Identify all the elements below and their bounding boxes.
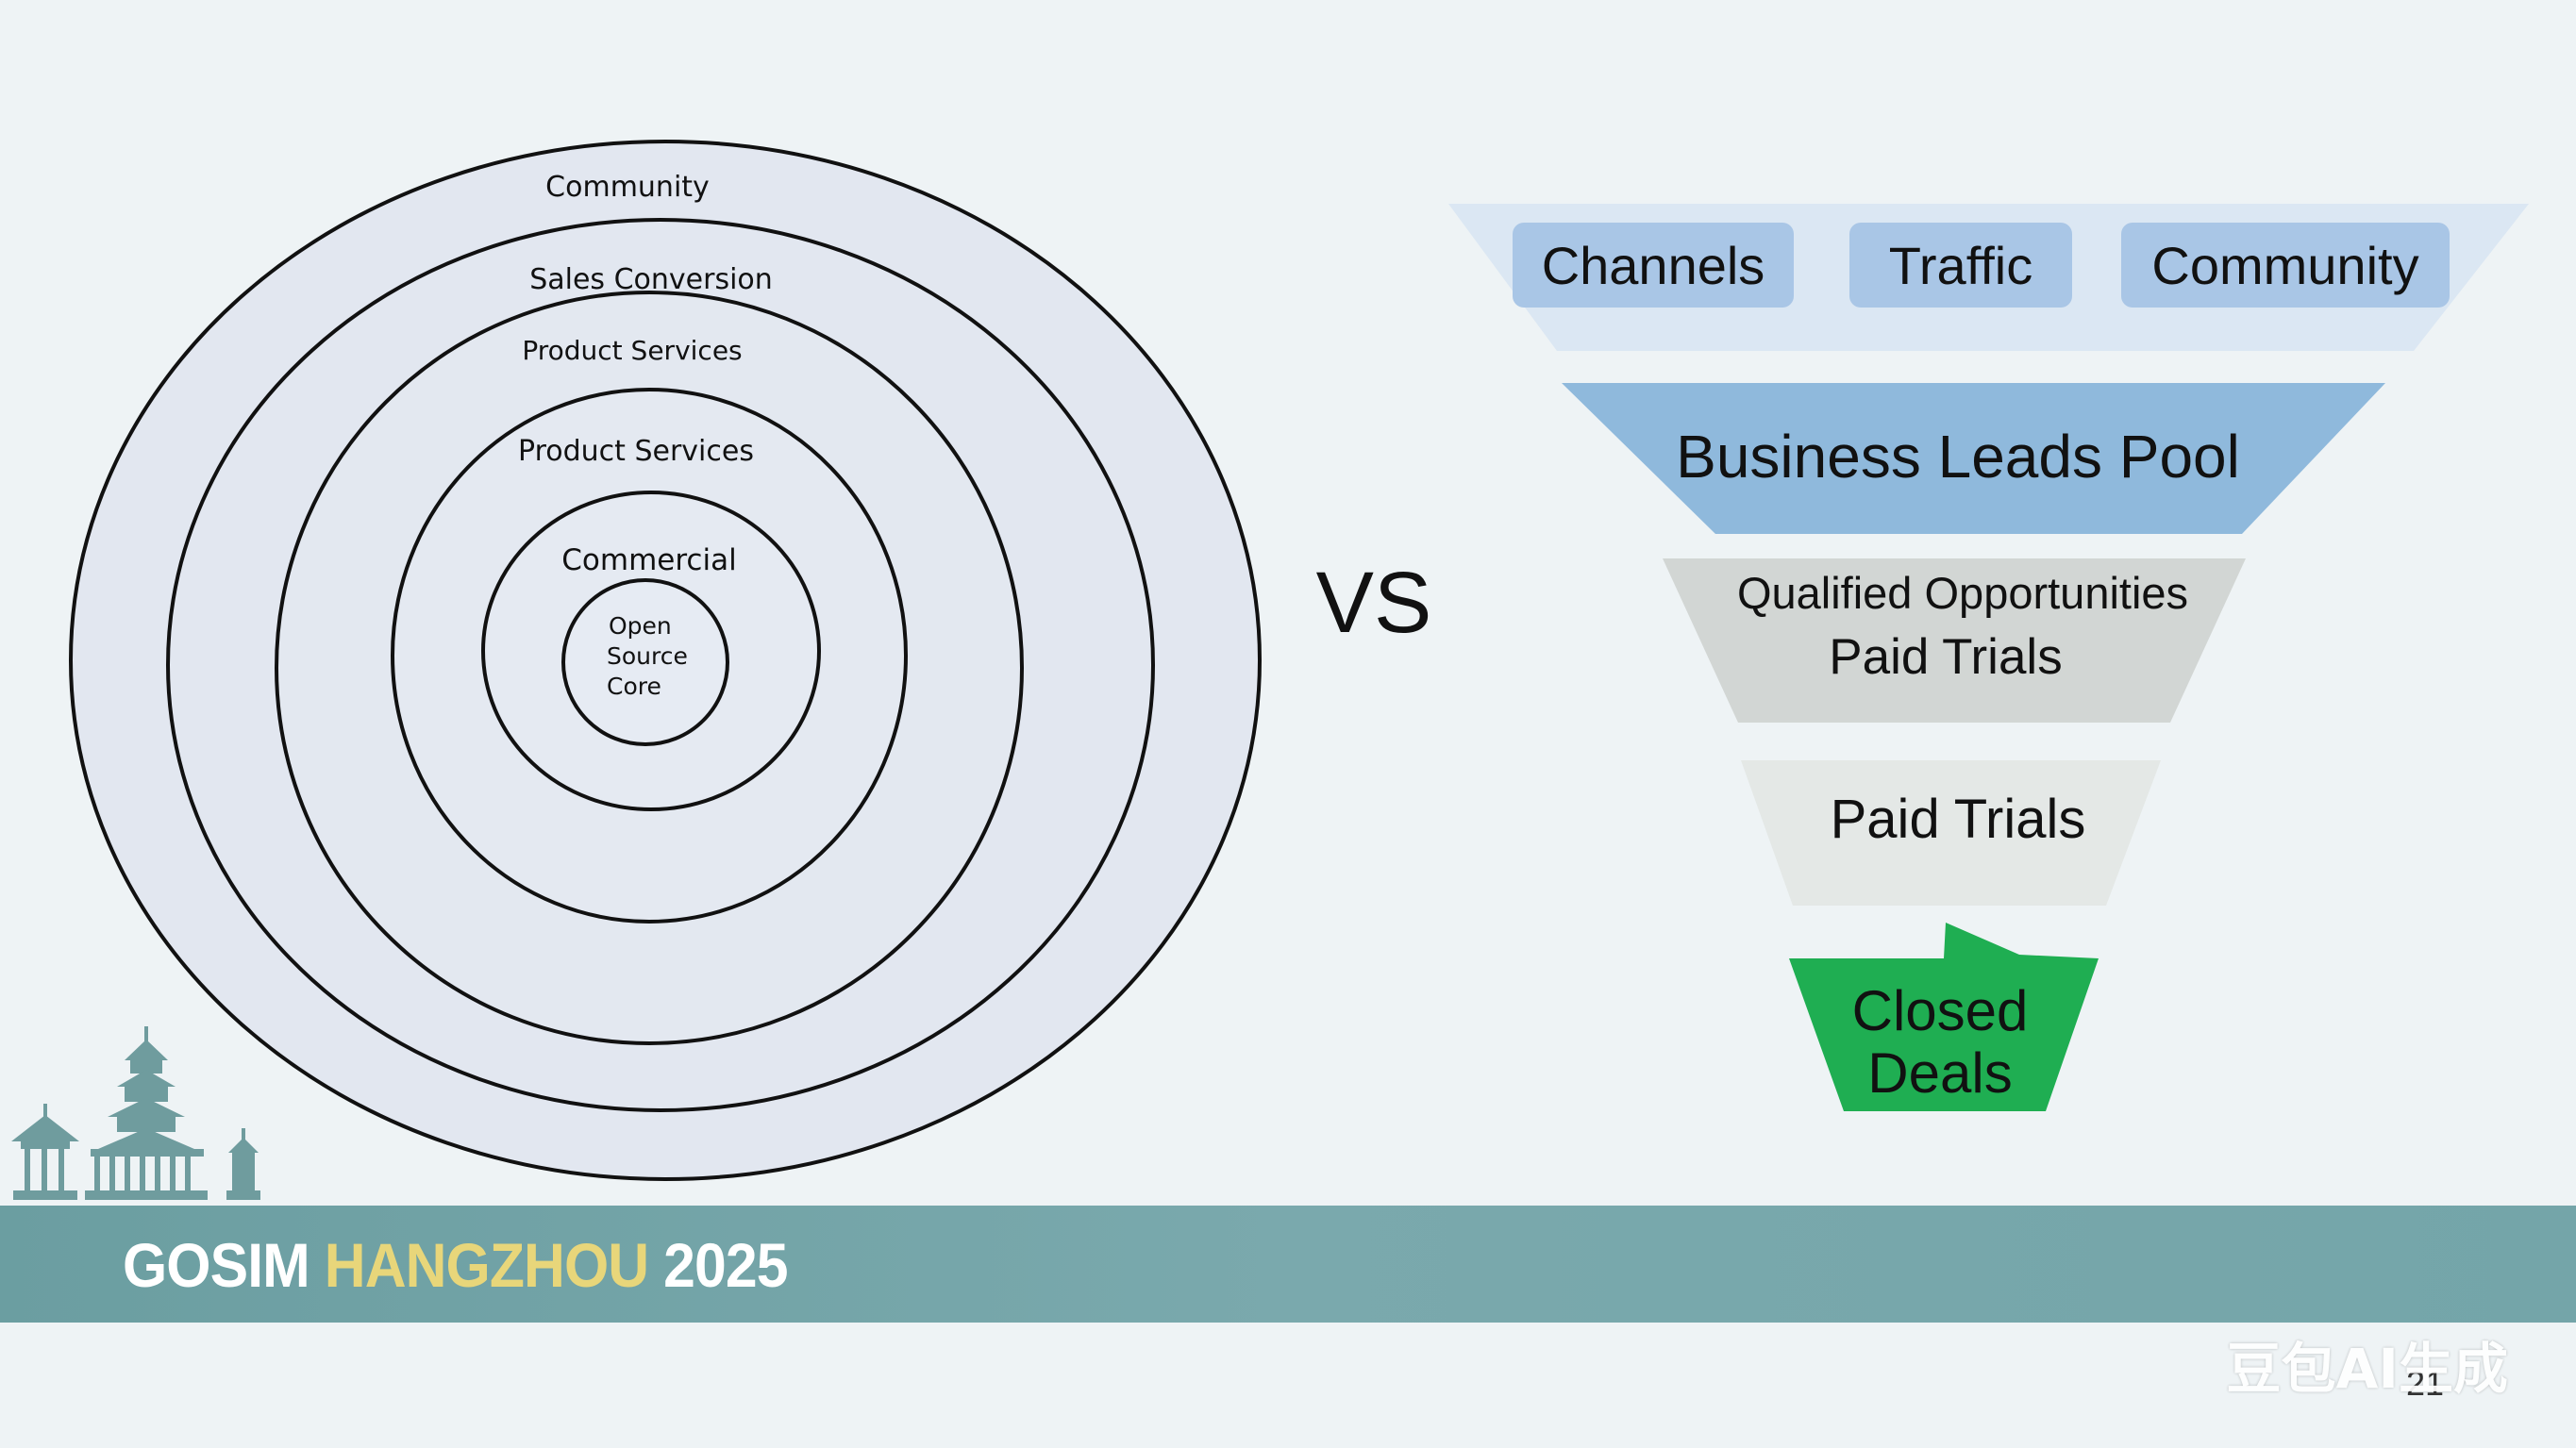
funnel-stage-business-leads-label: Business Leads Pool [1676, 423, 2240, 491]
funnel-stage-closed-deals [1789, 923, 2099, 1111]
sales-funnel: Channels Traffic Community Business Lead… [1448, 204, 2529, 1111]
ring-label-commercial: Commercial [561, 543, 736, 577]
conference-title-hangzhou: HANGZHOU [324, 1230, 649, 1300]
funnel-stage-closed-deals-label-line1: Closed [1852, 979, 2029, 1042]
conference-title: GOSIM HANGZHOU 2025 [123, 1223, 788, 1307]
pagoda-skyline-icon [11, 1026, 260, 1200]
funnel-stage-closed-deals-label-line2: Deals [1867, 1041, 2012, 1105]
funnel-stage-paid-trials-label: Paid Trials [1831, 789, 2086, 850]
page-number: 21 [2405, 1364, 2444, 1403]
funnel-tag-community-label: Community [2151, 236, 2418, 295]
ring-label-core-line3: Core [607, 673, 661, 700]
ai-watermark: 豆包AI生成 [2226, 1337, 2508, 1401]
ring-open-source-core [561, 578, 729, 746]
ring-label-product-services-outer: Product Services [522, 335, 742, 366]
funnel-stage-qualified [1663, 558, 2246, 723]
funnel-stage-qualified-label-line2: Paid Trials [1829, 629, 2062, 685]
funnel-tag-channels [1513, 223, 1794, 308]
ring-label-community: Community [545, 171, 710, 204]
conference-title-gosim: GOSIM [123, 1230, 325, 1300]
funnel-stage-business-leads [1562, 383, 2385, 534]
funnel-tag-traffic-label: Traffic [1889, 236, 2032, 295]
vs-label: VS [1316, 555, 1432, 651]
footer-band [0, 1206, 2576, 1323]
funnel-stage-qualified-label-line1: Qualified Opportunities [1737, 568, 2188, 618]
ring-label-sales-conversion: Sales Conversion [529, 263, 773, 296]
funnel-tag-community [2121, 223, 2450, 308]
ring-label-core-line2: Source [607, 642, 688, 670]
funnel-stage-paid-trials [1741, 760, 2161, 906]
concentric-rings-diagram: Community Sales Conversion Product Servi… [69, 140, 1262, 1181]
ring-label-product-services-inner: Product Services [518, 435, 754, 468]
ring-label-core-line1: Open [609, 612, 672, 640]
conference-title-year: 2025 [648, 1230, 788, 1300]
funnel-tag-channels-label: Channels [1542, 236, 1765, 295]
funnel-tag-traffic [1849, 223, 2072, 308]
